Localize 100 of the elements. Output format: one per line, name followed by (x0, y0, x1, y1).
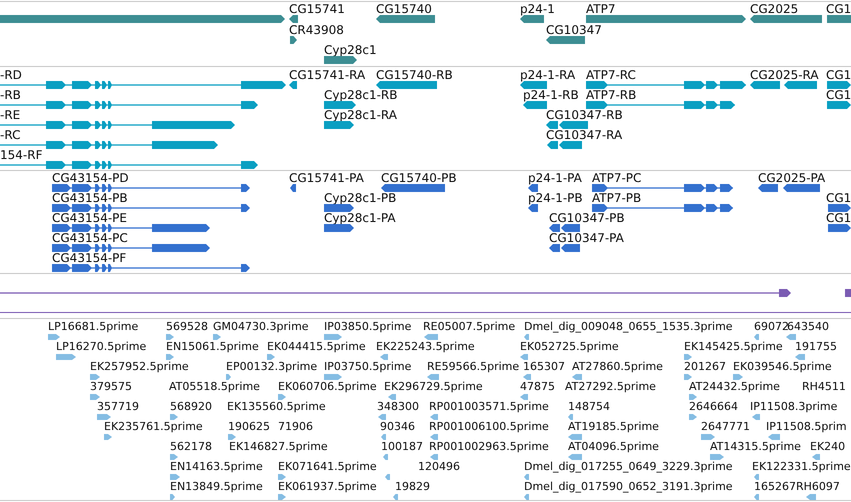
feature-label: AT14315.5prime (710, 441, 801, 453)
feature-label: EK145425.5prime (684, 341, 783, 353)
feature-label: 568920 (170, 401, 212, 413)
feature-label: AT24432.5prime (689, 381, 780, 393)
feature-label: Cyp28c1-RB (324, 89, 398, 101)
feature-label: -RD (0, 69, 22, 81)
feature-label: 71906 (278, 421, 313, 433)
feature-label: p24-1-PA (528, 172, 582, 184)
feature-label: RP001002963.5prime (429, 441, 549, 453)
feature-label: CG1 (826, 89, 851, 101)
feature-label: 100187 (381, 441, 423, 453)
feature-label: CG1 (826, 3, 851, 15)
feature-label: 348300 (377, 401, 419, 413)
feature-label: CG2025 (750, 3, 798, 15)
feature-label: AT05518.5prime (169, 381, 260, 393)
feature-label: CG2025-PA (758, 172, 826, 184)
feature-label: CG15740-PB (381, 172, 457, 184)
feature-label: ATP7 (586, 3, 616, 15)
feature-label: p24-1-PB (528, 192, 583, 204)
feature-label: CG10347-PA (549, 232, 624, 244)
feature-label: Cyp28c1-RA (324, 109, 397, 121)
feature-label: CG15741 (289, 3, 345, 15)
feature-label: EK122331.5prime (752, 461, 851, 473)
feature-label: 357719 (97, 401, 139, 413)
feature-label: LP16681.5prime (48, 321, 138, 333)
feature-label: Dmel_dig_017590_0652_3191.3prime (524, 481, 733, 493)
feature-label: ATP7-PB (592, 192, 642, 204)
feature-label: 379575 (90, 381, 132, 393)
feature-label: CG15741-PA (289, 172, 364, 184)
feature-label: CG43154-PD (52, 172, 129, 184)
feature-label: Dmel_dig_017255_0649_3229.3prime (524, 461, 733, 473)
feature-label: 165267 (754, 481, 796, 493)
feature-label: EK071641.5prime (278, 461, 377, 473)
feature-label: Cyp28c1-PB (324, 192, 396, 204)
feature-label: p24-1-RB (523, 89, 579, 101)
feature-label: -RC (0, 129, 20, 141)
feature-label: EN14163.5prime (170, 461, 263, 473)
feature-label: 47875 (520, 381, 555, 393)
feature-label: CG1 (826, 212, 851, 224)
feature-label: EK044415.5prime (267, 341, 366, 353)
feature-label: EK146827.5prime (229, 441, 328, 453)
feature-label: CG10347 (546, 24, 602, 36)
feature-label: IP11508.5prim (766, 421, 847, 433)
feature-label: Cyp28c1-PA (324, 212, 396, 224)
feature-label: 154-RF (0, 149, 42, 161)
feature-label: CR43908 (289, 24, 344, 36)
feature-label: AT19185.5prime (568, 421, 659, 433)
feature-label: 201267 (684, 361, 726, 373)
feature-label: CG43154-PF (52, 252, 126, 264)
feature-label: 569528 (166, 321, 208, 333)
feature-label: p24-1-RA (520, 69, 576, 81)
feature-label: EK257952.5prime (90, 361, 189, 373)
feature-label: CG43154-PC (52, 232, 128, 244)
feature-label: IP11508.3prime (750, 401, 838, 413)
feature-label: p24-1 (520, 3, 555, 15)
feature-label: ATP7-PC (592, 172, 642, 184)
feature-label: 69072 (754, 321, 789, 333)
feature-label: EK135560.5prime (227, 401, 326, 413)
feature-label: RE05007.5prime (423, 321, 516, 333)
feature-label: RE59566.5prime (427, 361, 520, 373)
feature-label: CG10347-PB (549, 212, 625, 224)
feature-label: EN13849.5prime (170, 481, 263, 493)
feature-label: CG15740-RB (376, 69, 453, 81)
feature-label: AT27860.5prime (572, 361, 663, 373)
feature-label: RH4511 (802, 381, 846, 393)
feature-label: CG43154-PB (52, 192, 128, 204)
feature-label: 562178 (170, 441, 212, 453)
feature-label: AT27292.5prime (565, 381, 656, 393)
feature-label: CG43154-PE (52, 212, 127, 224)
feature-label: -RE (0, 109, 20, 121)
feature-label: Dmel_dig_009048_0655_1535.3prime (524, 321, 733, 333)
feature-label: 165307 (523, 361, 565, 373)
feature-label: 148754 (568, 401, 610, 413)
feature-label: IP03750.5prime (324, 361, 412, 373)
feature-label: EK060706.5prime (278, 381, 377, 393)
feature-label: EK240 (810, 441, 846, 453)
feature-label: EK039546.5prime (733, 361, 832, 373)
feature-label: EK296729.5prime (384, 381, 483, 393)
feature-label: EK235761.5prime (104, 421, 203, 433)
feature-label: EN15061.5prime (166, 341, 259, 353)
feature-label: CG10347-RB (546, 109, 623, 121)
feature-label: CG2025-RA (750, 69, 819, 81)
feature-label: Cyp28c1 (324, 44, 377, 56)
feature-label: GM04730.3prime (213, 321, 309, 333)
feature-label: 191755 (795, 341, 837, 353)
feature-label: RH6097 (796, 481, 840, 493)
feature-label: EK052725.5prime (520, 341, 619, 353)
feature-label: AT04096.5prime (568, 441, 659, 453)
feature-label: CG10347-RA (546, 129, 622, 141)
feature-label: CG15741-RA (289, 69, 366, 81)
feature-label: EK061937.5prime (278, 481, 377, 493)
feature-label: RP001006100.5prime (429, 421, 549, 433)
feature-label: 90346 (380, 421, 415, 433)
feature-label: EP00132.3prime (226, 361, 318, 373)
feature-label: 2646664 (689, 401, 738, 413)
feature-label: 2647771 (701, 421, 750, 433)
feature-label: IP03850.5prime (324, 321, 412, 333)
feature-label: -RB (0, 89, 21, 101)
feature-label: EK225243.5prime (376, 341, 475, 353)
feature-label: LP16270.5prime (56, 341, 146, 353)
